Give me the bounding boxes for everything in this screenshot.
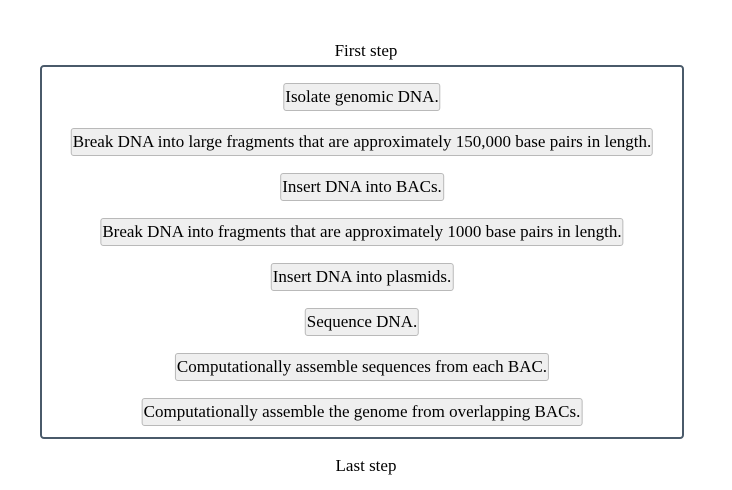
step-tile-3[interactable]: Insert DNA into BACs.	[280, 173, 444, 201]
step-tile-7[interactable]: Computationally assemble sequences from …	[174, 353, 550, 381]
last-step-label: Last step	[335, 456, 397, 475]
step-tile-5[interactable]: Insert DNA into plasmids.	[270, 263, 454, 291]
step-tile-8[interactable]: Computationally assemble the genome from…	[141, 398, 583, 426]
ordering-box: Isolate genomic DNA. Break DNA into larg…	[40, 65, 684, 439]
first-step-label: First step	[334, 41, 398, 60]
step-tile-1[interactable]: Isolate genomic DNA.	[283, 83, 441, 111]
step-tile-4[interactable]: Break DNA into fragments that are approx…	[100, 218, 624, 246]
step-tile-2[interactable]: Break DNA into large fragments that are …	[70, 128, 654, 156]
step-tile-6[interactable]: Sequence DNA.	[304, 308, 420, 336]
step-list: Isolate genomic DNA. Break DNA into larg…	[42, 67, 682, 437]
